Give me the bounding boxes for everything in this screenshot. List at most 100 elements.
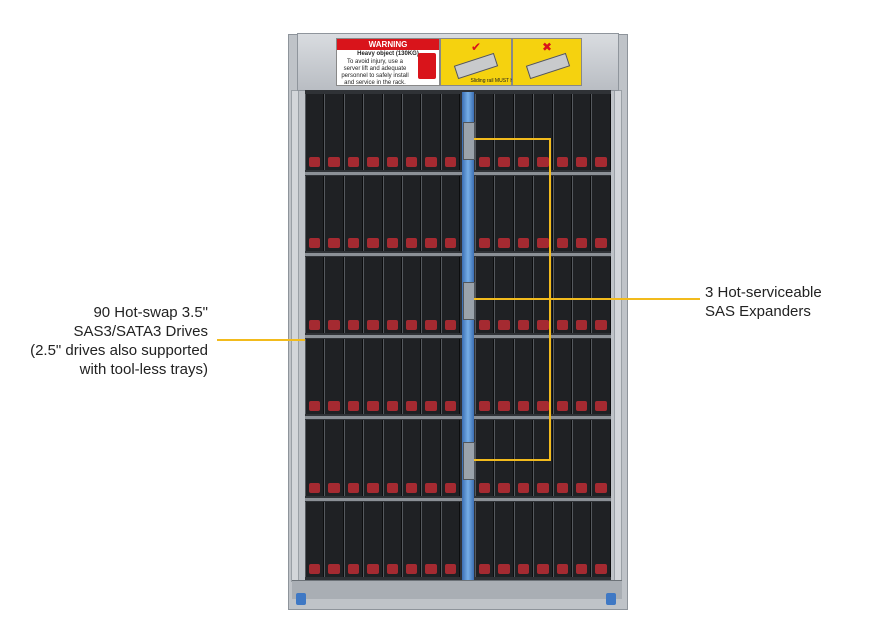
drive-bay[interactable] <box>572 257 592 333</box>
drive-bay[interactable] <box>440 94 461 170</box>
drive-latch[interactable] <box>498 156 510 167</box>
drive-bay[interactable] <box>533 257 553 333</box>
drive-bay[interactable] <box>343 420 364 496</box>
drive-latch[interactable] <box>347 564 360 574</box>
drive-bay[interactable] <box>343 501 364 577</box>
drive-latch[interactable] <box>537 401 549 411</box>
drive-latch[interactable] <box>406 238 418 248</box>
drive-latch[interactable] <box>444 156 457 167</box>
drive-bay[interactable] <box>552 501 572 577</box>
drive-bay[interactable] <box>363 420 383 496</box>
drive-bay[interactable] <box>513 501 534 577</box>
drive-bay[interactable] <box>533 420 553 496</box>
drive-latch[interactable] <box>479 401 491 411</box>
drive-bay[interactable] <box>305 175 325 251</box>
drive-bay[interactable] <box>402 175 422 251</box>
drive-latch[interactable] <box>425 564 437 574</box>
drive-latch[interactable] <box>498 401 510 411</box>
drive-latch[interactable] <box>386 238 398 248</box>
drive-latch[interactable] <box>386 156 398 167</box>
drive-latch[interactable] <box>556 564 568 574</box>
drive-bay[interactable] <box>475 94 495 170</box>
drive-bay[interactable] <box>363 257 383 333</box>
drive-bay[interactable] <box>343 175 364 251</box>
drive-bay[interactable] <box>591 94 611 170</box>
drive-latch[interactable] <box>425 401 437 411</box>
drive-bay[interactable] <box>363 175 383 251</box>
drive-latch[interactable] <box>347 482 360 493</box>
drive-latch[interactable] <box>328 564 340 574</box>
drive-latch[interactable] <box>386 564 398 574</box>
drive-bay[interactable] <box>591 338 611 414</box>
drive-latch[interactable] <box>367 319 379 330</box>
drive-latch[interactable] <box>328 482 340 493</box>
drive-bay[interactable] <box>305 420 325 496</box>
drive-bay[interactable] <box>475 175 495 251</box>
drive-latch[interactable] <box>517 156 530 167</box>
drive-bay[interactable] <box>440 338 461 414</box>
drive-latch[interactable] <box>386 482 398 493</box>
drive-bay[interactable] <box>440 175 461 251</box>
drive-latch[interactable] <box>595 564 607 574</box>
drive-bay[interactable] <box>475 420 495 496</box>
sas-expander-module[interactable] <box>463 122 475 160</box>
drive-latch[interactable] <box>556 401 568 411</box>
drive-latch[interactable] <box>425 319 437 330</box>
drive-latch[interactable] <box>556 482 568 493</box>
drive-bay[interactable] <box>440 501 461 577</box>
drive-bay[interactable] <box>382 257 402 333</box>
drive-bay[interactable] <box>305 338 325 414</box>
drive-bay[interactable] <box>324 257 344 333</box>
drive-bay[interactable] <box>305 501 325 577</box>
drive-bay[interactable] <box>494 175 514 251</box>
drive-bay[interactable] <box>591 420 611 496</box>
drive-bay[interactable] <box>533 338 553 414</box>
drive-bay[interactable] <box>475 338 495 414</box>
drive-latch[interactable] <box>367 238 379 248</box>
drive-bay[interactable] <box>572 338 592 414</box>
drive-latch[interactable] <box>406 564 418 574</box>
drive-latch[interactable] <box>444 564 457 574</box>
drive-bay[interactable] <box>402 420 422 496</box>
drive-latch[interactable] <box>386 319 398 330</box>
drive-bay[interactable] <box>591 175 611 251</box>
drive-latch[interactable] <box>444 401 457 411</box>
drive-bay[interactable] <box>533 175 553 251</box>
drive-latch[interactable] <box>537 156 549 167</box>
drive-bay[interactable] <box>402 338 422 414</box>
drive-latch[interactable] <box>576 319 588 330</box>
drive-latch[interactable] <box>328 156 340 167</box>
drive-latch[interactable] <box>309 482 321 493</box>
drive-bay[interactable] <box>421 420 441 496</box>
drive-latch[interactable] <box>444 238 457 248</box>
drive-latch[interactable] <box>406 156 418 167</box>
drive-bay[interactable] <box>475 257 495 333</box>
drive-latch[interactable] <box>406 482 418 493</box>
drive-latch[interactable] <box>425 156 437 167</box>
drive-bay[interactable] <box>494 257 514 333</box>
drive-latch[interactable] <box>479 564 491 574</box>
drive-latch[interactable] <box>444 482 457 493</box>
drive-bay[interactable] <box>324 338 344 414</box>
drive-bay[interactable] <box>343 94 364 170</box>
drive-bay[interactable] <box>324 420 344 496</box>
drive-bay[interactable] <box>305 257 325 333</box>
drive-bay[interactable] <box>552 175 572 251</box>
drive-bay[interactable] <box>572 420 592 496</box>
drive-bay[interactable] <box>363 501 383 577</box>
drive-bay[interactable] <box>382 501 402 577</box>
drive-bay[interactable] <box>421 94 441 170</box>
drive-bay[interactable] <box>382 338 402 414</box>
drive-bay[interactable] <box>494 94 514 170</box>
drive-bay[interactable] <box>513 175 534 251</box>
drive-latch[interactable] <box>498 319 510 330</box>
drive-latch[interactable] <box>537 564 549 574</box>
drive-latch[interactable] <box>444 319 457 330</box>
drive-latch[interactable] <box>367 156 379 167</box>
drive-bay[interactable] <box>475 501 495 577</box>
drive-latch[interactable] <box>556 319 568 330</box>
drive-bay[interactable] <box>343 257 364 333</box>
drive-latch[interactable] <box>576 156 588 167</box>
drive-latch[interactable] <box>498 482 510 493</box>
drive-bay[interactable] <box>324 175 344 251</box>
